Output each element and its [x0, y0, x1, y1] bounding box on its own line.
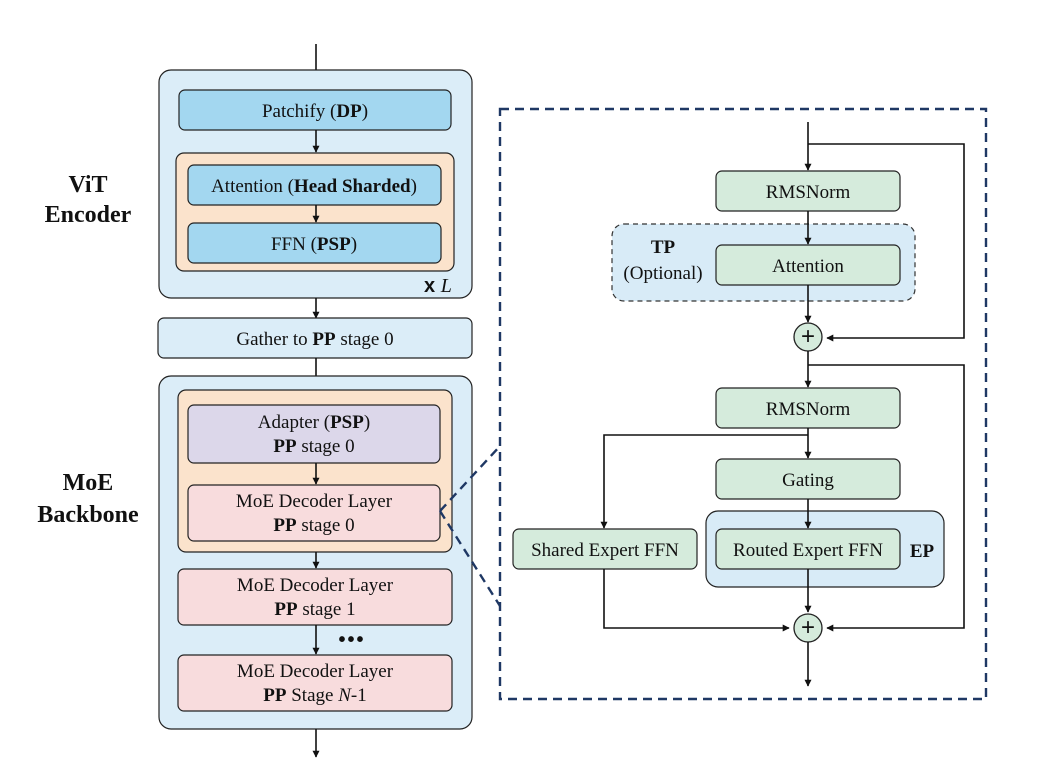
vit-encoder-label-line2: Encoder — [45, 202, 132, 228]
arrow-shared-to-add — [603, 569, 790, 632]
rmsnorm-bottom-label: RMSNorm — [766, 399, 851, 420]
encoder-ffn-label: FFN (PSP) — [271, 234, 357, 255]
decoder-detail-frame — [498, 107, 988, 701]
ellipsis: ••• — [338, 629, 365, 651]
gather-label: Gather to PP stage 0 — [236, 329, 393, 350]
encoder-attention-label: Attention (Head Sharded) — [211, 176, 417, 197]
moe-backbone-label-line1: MoE — [63, 470, 114, 496]
rmsnorm-top-label: RMSNorm — [766, 182, 851, 203]
decoder-stage1-label-line1: MoE Decoder Layer — [237, 575, 394, 596]
routed-expert-label: Routed Expert FFN — [733, 540, 883, 561]
decoder-stageN-label-line1: MoE Decoder Layer — [237, 661, 394, 682]
residual-add-2-symbol: + — [801, 614, 815, 641]
shared-expert-block — [512, 528, 698, 570]
adapter-label-line1: Adapter (PSP) — [258, 412, 370, 433]
decoder-stage0-label-line1: MoE Decoder Layer — [236, 491, 393, 512]
detail-attention-label: Attention — [772, 256, 844, 277]
shared-expert-label: Shared Expert FFN — [531, 540, 679, 561]
patchify-label: Patchify (DP) — [262, 101, 368, 122]
encoder-attention-block — [187, 164, 442, 206]
tp-optional-label: (Optional) — [623, 263, 702, 284]
adapter-block — [187, 404, 441, 464]
gating-label: Gating — [782, 470, 834, 491]
decoder-stageN-block — [177, 654, 453, 712]
ep-label: EP — [910, 541, 935, 562]
gather-block — [157, 317, 473, 359]
moe-backbone-label-line2: Backbone — [37, 502, 139, 528]
decoder-stage1-block — [177, 568, 453, 626]
arrow-to-shared-expert — [600, 434, 808, 529]
patchify-block — [178, 89, 452, 131]
decoder-stage1-label-line2: PP stage 1 — [274, 599, 355, 620]
zoom-connector-bottom — [438, 510, 502, 607]
encoder-ffn-block — [187, 222, 442, 264]
residual-connection-2 — [808, 364, 965, 632]
residual-connection-1 — [808, 143, 965, 342]
layer-repeat-label: x L — [424, 275, 452, 297]
tp-label: TP — [651, 237, 676, 258]
vit-encoder-label-line1: ViT — [68, 172, 107, 198]
adapter-label-line2: PP stage 0 — [273, 436, 354, 457]
decoder-stageN-label-line2: PP Stage N-1 — [263, 685, 366, 706]
residual-add-1-symbol: + — [801, 323, 815, 350]
decoder-stage0-label-line2: PP stage 0 — [273, 515, 354, 536]
